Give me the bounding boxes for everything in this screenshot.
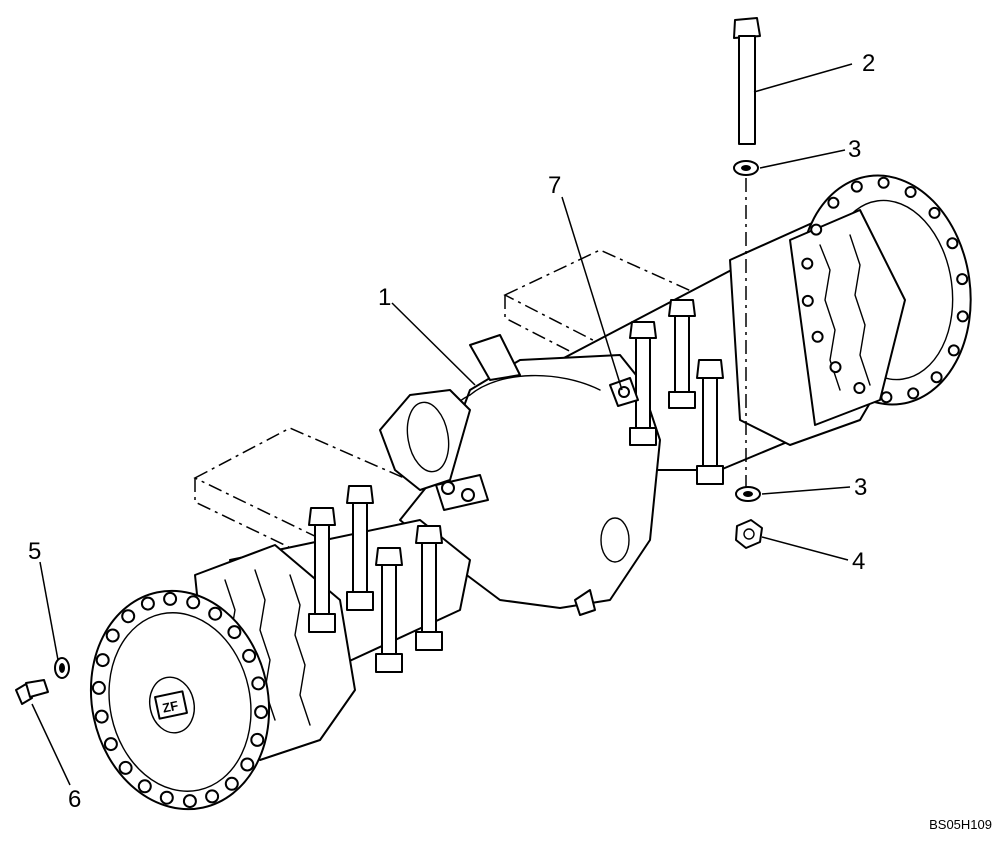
drawing-code: BS05H109 — [929, 817, 992, 832]
left-flange-bolt-head — [208, 606, 223, 621]
left-mounting-stud-3 — [375, 547, 403, 673]
input-yoke — [379, 334, 521, 491]
left-flange-bolt-head — [227, 625, 242, 640]
left-flange-bolt-head — [105, 628, 120, 643]
left-flange-bolt-head — [182, 794, 197, 809]
right-flange-bolt-head — [928, 206, 941, 219]
leader-lines — [31, 63, 853, 786]
right-flange-bolt-head — [810, 223, 823, 236]
right-flange-bolt-head — [904, 186, 917, 198]
left-mounting-stud-1 — [308, 507, 336, 633]
left-mounting-stud-4 — [415, 525, 443, 651]
callout-3-bottom: 3 — [854, 474, 868, 501]
item-6-bolt — [15, 679, 49, 705]
right-flange-bolt-head — [880, 391, 893, 404]
callout-7: 7 — [548, 172, 562, 199]
item-3-washer-bottom — [735, 486, 761, 502]
left-flange-bolt-head — [250, 732, 265, 747]
left-mounting-stud-2 — [346, 485, 374, 611]
item-2-bolt — [733, 17, 761, 145]
left-flange-bolt-head — [205, 789, 220, 804]
left-flange-bolt-head — [159, 790, 174, 805]
zf-logo: ZF — [154, 690, 188, 720]
callout-5: 5 — [28, 538, 42, 565]
left-flange-bolt-head — [103, 737, 118, 752]
right-flange-bolt-head — [946, 237, 959, 250]
svg-text:ZF: ZF — [161, 698, 180, 716]
left-flange-bolt-head — [140, 596, 155, 611]
item-4-nut — [735, 519, 763, 549]
right-hub-bolts — [801, 176, 969, 404]
callout-1: 1 — [378, 284, 392, 311]
callout-2: 2 — [862, 50, 876, 77]
left-flange-bolt-head — [240, 757, 255, 772]
right-flange-bolt-head — [829, 361, 842, 374]
left-hub-bolts — [91, 591, 269, 809]
right-mounting-stud-3 — [696, 359, 724, 485]
right-flange-bolt-head — [811, 330, 824, 343]
left-flange-bolt-head — [137, 779, 152, 794]
right-wheel-hub — [729, 174, 972, 446]
left-flange-bolt-head — [254, 705, 269, 720]
right-flange-bolt-head — [801, 257, 814, 270]
item-3-washer-top — [733, 160, 759, 176]
left-flange-bolt-head — [94, 709, 109, 724]
right-flange-bolt-head — [947, 344, 960, 357]
left-flange-bolt-head — [251, 676, 266, 691]
right-mounting-stud-1 — [629, 321, 657, 446]
bracket-nuts — [435, 474, 489, 511]
left-flange-bolt-head — [242, 648, 257, 663]
right-flange-bolt-head — [930, 371, 943, 384]
callout-6: 6 — [68, 786, 82, 813]
right-flange-bolt-head — [907, 387, 920, 400]
right-flange-bolt-head — [827, 196, 840, 209]
left-flange-bolt-head — [91, 680, 106, 695]
callout-4: 4 — [852, 548, 866, 575]
left-flange-bolt-head — [163, 591, 178, 606]
right-flange-bolt-head — [956, 310, 969, 323]
right-flange-bolt-head — [956, 273, 969, 286]
right-flange-bolt-head — [850, 180, 863, 193]
right-mounting-stud-2 — [668, 299, 696, 409]
right-flange-bolt-head — [801, 294, 814, 307]
right-flange-bolt-head — [877, 176, 890, 189]
item-5-washer — [54, 657, 70, 679]
right-flange-bolt-head — [853, 382, 866, 394]
callout-3-top: 3 — [848, 136, 862, 163]
left-flange-bolt-head — [186, 595, 201, 610]
left-flange-bolt-head — [95, 653, 110, 668]
left-flange-bolt-head — [118, 760, 133, 775]
left-flange-bolt-head — [121, 609, 136, 624]
left-flange-bolt-head — [224, 776, 239, 791]
